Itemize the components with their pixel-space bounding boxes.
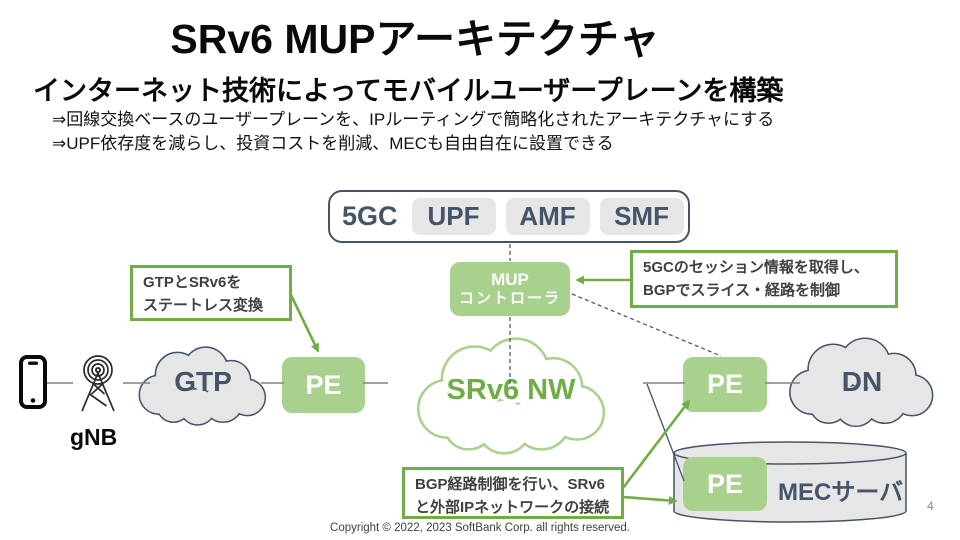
srv6-cloud-label: SRv6 NW (446, 374, 576, 406)
pe-mec-box: PE (683, 457, 767, 511)
callout-bgp-route-line1: BGP経路制御を行い、SRv6 (415, 476, 606, 493)
gtp-cloud-label: GTP (174, 366, 232, 397)
mec-server-label: MECサーバ (778, 479, 904, 506)
fivegc-label: 5GC (342, 201, 398, 231)
copyright-text: Copyright © 2022, 2023 SoftBank Corp. al… (330, 522, 630, 534)
callout-gtp-srv6-line1: GTPとSRv6を (143, 274, 242, 291)
dn-cloud-label: DN (841, 366, 883, 397)
antenna-icon (81, 355, 115, 412)
fivegc-chip-upf: UPF (411, 198, 496, 235)
callout-5gc-session-line1: 5GCのセッション情報を取得し、 (643, 259, 869, 276)
page-subtitle: インターネット技術によってモバイルユーザープレーンを構築 (33, 76, 784, 106)
page-number: 4 (927, 499, 934, 513)
callout-bgp-route: BGP経路制御を行い、SRv6 と外部IPネットワークの接続 (402, 467, 624, 519)
mup-controller-line2: コントローラ (458, 290, 561, 308)
callout-gtp-srv6: GTPとSRv6を ステートレス変換 (130, 265, 292, 321)
fivegc-chip-smf: SMF (599, 198, 684, 235)
callout-5gc-session: 5GCのセッション情報を取得し、 BGPでスライス・経路を制御 (630, 250, 898, 308)
mup-controller-line1: MUP (491, 270, 529, 289)
fivegc-panel: 5GC UPF AMF SMF (328, 190, 690, 243)
page-title: SRv6 MUPアーキテクチャ (170, 16, 660, 62)
callout-gtp-srv6-line2: ステートレス変換 (143, 297, 264, 315)
mup-controller-box: MUP コントローラ (450, 262, 570, 316)
bullet-line-1: ⇒回線交換ベースのユーザープレーンを、IPルーティングで簡略化されたアーキテクチ… (52, 110, 775, 129)
gnb-label: gNB (70, 424, 118, 450)
callout-5gc-session-line2: BGPでスライス・経路を制御 (643, 282, 841, 300)
bullet-line-2: ⇒UPF依存度を減らし、投資コストを削減、MECも自由自在に設置できる (52, 134, 614, 153)
phone-icon (19, 355, 47, 409)
callout-bgp-route-line2: と外部IPネットワークの接続 (415, 499, 610, 517)
pe-left-box: PE (282, 357, 365, 413)
pe-right-box: PE (683, 357, 767, 412)
fivegc-chip-amf: AMF (505, 198, 590, 235)
